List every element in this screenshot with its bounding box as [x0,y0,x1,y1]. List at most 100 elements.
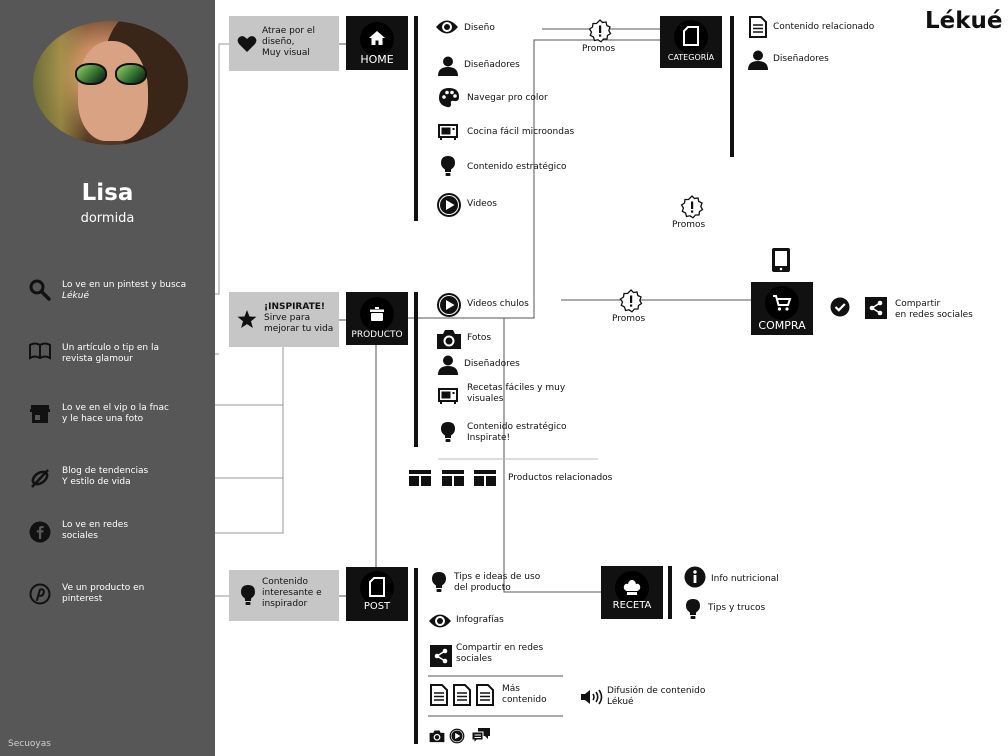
play-icon [437,193,461,217]
producto-item: Videos chulos [467,299,529,309]
microwave-icon [438,388,458,404]
share-icon [430,645,452,667]
person-icon [438,355,458,375]
home-item: Diseñadores [464,60,520,70]
post-item: Infografías [456,615,504,625]
persona-avatar [33,21,188,145]
product-grid-icon [474,470,496,486]
person-icon [438,56,458,76]
check-icon [830,297,850,317]
receta-item: Tips y trucos [708,603,766,613]
tablet-icon [772,248,790,272]
categoria-item: Contenido relacionado [773,22,875,32]
receta-item: Info nutricional [711,574,779,584]
document-icon [683,26,699,46]
home-item: Videos [467,199,497,209]
footer-brand: Secuoyas [8,739,51,749]
post-label: POST [363,601,391,612]
receta-label: RECETA [612,600,652,611]
pot-icon [370,307,384,321]
bulb-icon [441,156,455,176]
promo-badge-icon [588,19,612,43]
star-icon [237,310,257,328]
text-document-icon [430,684,448,706]
categoria-label: CATEGORÍA [667,53,715,62]
eye-icon [436,20,458,34]
play-icon [437,293,461,317]
promo-label: Promos [582,44,616,54]
producto-label: PRODUCTO [351,330,403,340]
microwave-icon [438,124,458,140]
bulb-icon [241,585,255,605]
persona-name: Lisa [81,180,134,206]
related-products: Productos relacionados [508,473,613,483]
home-item: Diseño [464,23,495,33]
home-item: Contenido estratégico [467,162,567,172]
bulb-icon [432,572,446,592]
eye-icon [429,614,451,628]
compra-label: COMPRA [758,319,806,332]
promo-label: Promos [672,220,706,230]
chef-hat-icon [623,580,641,595]
share-icon [865,297,887,319]
text-document-icon [453,684,471,706]
palette-icon [439,88,459,108]
post-node[interactable]: POST [346,567,408,621]
camera-icon [429,730,445,743]
home-item: Cocina fácil microondas [467,127,575,137]
producto-item: Diseñadores [464,359,520,369]
text-document-icon [749,16,767,38]
promo-badge-icon [680,195,704,219]
speaker-icon [581,689,603,705]
heart-icon [237,36,257,52]
producto-node[interactable]: PRODUCTO [346,292,408,345]
receta-node[interactable]: RECETA [601,566,663,619]
promo-badge-icon [619,289,643,313]
bulb-icon [441,422,455,442]
pinterest-icon [29,583,51,605]
lekue-logo: Lékué [925,8,1003,34]
camera-icon [437,330,461,349]
promo-label: Promos [612,314,646,324]
categoria-node[interactable]: CATEGORÍA [660,16,722,68]
home-node[interactable]: HOME [346,16,408,70]
bulb-icon [686,599,700,619]
blog-icon [31,469,49,488]
producto-item: Fotos [467,333,492,343]
product-grid-icon [409,470,431,486]
store-icon [30,405,50,423]
categoria-item: Diseñadores [773,54,829,64]
house-icon [369,31,385,45]
cart-icon [773,295,792,311]
info-icon [684,566,706,588]
persona-state: dormida [80,211,135,226]
document-icon [369,577,385,597]
book-icon [29,342,51,360]
text-document-icon [476,684,494,706]
person-icon [748,50,768,70]
product-grid-icon [442,470,464,486]
chat-icon [471,728,490,745]
play-icon [449,728,465,744]
facebook-icon [29,521,51,543]
home-item: Navegar pro color [467,93,548,103]
search-icon [29,279,51,301]
compra-node[interactable]: COMPRA [751,282,813,335]
home-label: HOME [360,53,394,66]
